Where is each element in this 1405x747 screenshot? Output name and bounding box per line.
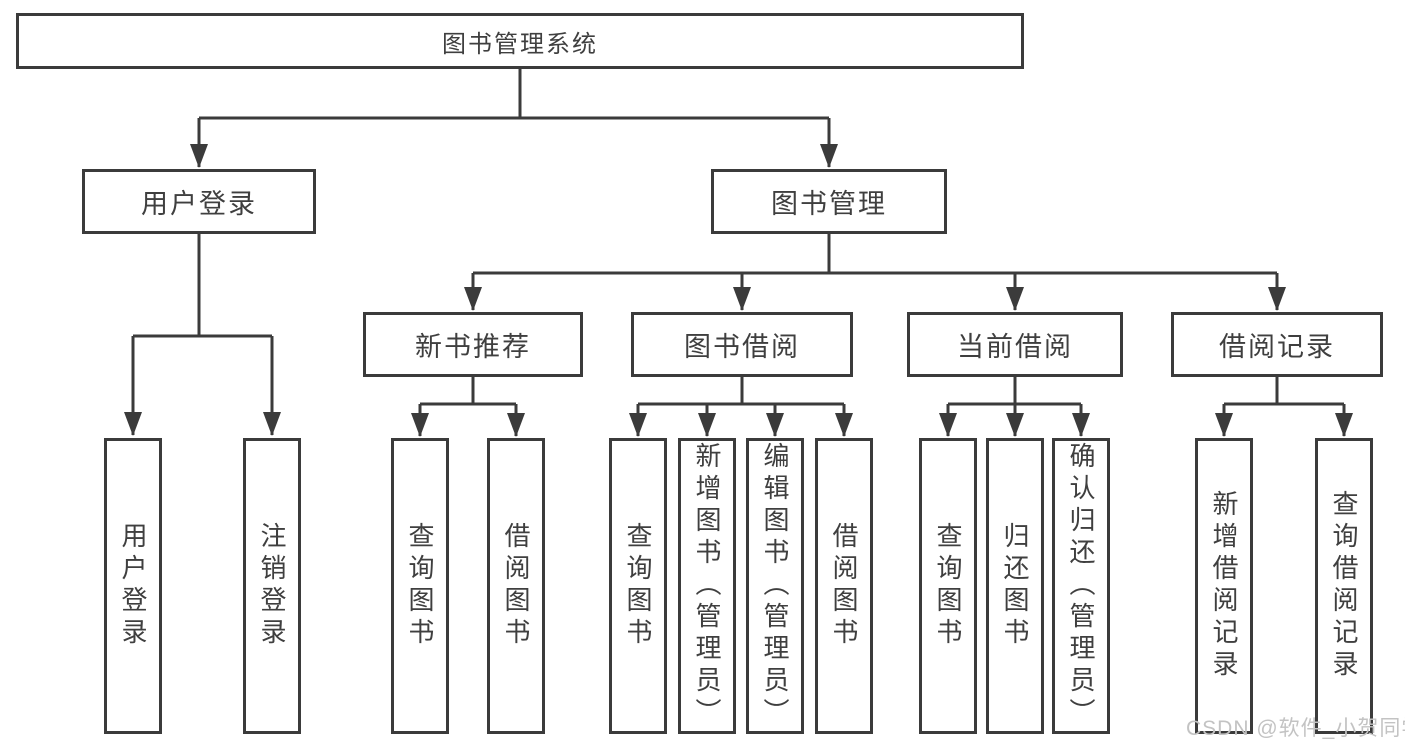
leaf-add-book-admin-label: 新增图书（管理员） [692,442,722,730]
leaf-query-book-recommend-label: 查询图书 [405,522,435,650]
leaf-query-book-borrow-label: 查询图书 [623,522,653,650]
leaf-borrow-book-recommend-label: 借阅图书 [501,522,531,650]
node-user-login-branch-label: 用户登录 [141,189,257,219]
leaf-borrow-book-recommend: 借阅图书 [487,438,545,734]
leaf-confirm-return-admin: 确认归还（管理员） [1052,438,1110,734]
node-borrow-records-label: 借阅记录 [1219,332,1335,362]
watermark: CSDN @软件_小贺同学 [1186,717,1405,740]
leaf-add-book-admin: 新增图书（管理员） [678,438,736,734]
node-borrow-records: 借阅记录 [1171,312,1383,377]
leaf-borrow-book-borrow-label: 借阅图书 [829,522,859,650]
node-book-borrow: 图书借阅 [631,312,853,377]
node-new-book-recommend-label: 新书推荐 [415,332,531,362]
leaf-query-borrow-record-label: 查询借阅记录 [1329,490,1359,682]
leaf-borrow-book-borrow: 借阅图书 [815,438,873,734]
leaf-return-book: 归还图书 [986,438,1044,734]
leaf-logout-login: 注销登录 [243,438,301,734]
node-new-book-recommend: 新书推荐 [363,312,583,377]
leaf-query-book-recommend: 查询图书 [391,438,449,734]
node-book-borrow-label: 图书借阅 [684,332,800,362]
leaf-user-login-label: 用户登录 [118,522,148,650]
node-book-management-branch: 图书管理 [711,169,947,234]
node-user-login-branch: 用户登录 [82,169,316,234]
node-book-management-branch-label: 图书管理 [771,189,887,219]
leaf-edit-book-admin: 编辑图书（管理员） [746,438,804,734]
node-root-system: 图书管理系统 [16,13,1024,69]
leaf-query-borrow-record: 查询借阅记录 [1315,438,1373,734]
leaf-add-borrow-record: 新增借阅记录 [1195,438,1253,734]
node-current-borrow: 当前借阅 [907,312,1123,377]
leaf-return-book-label: 归还图书 [1000,522,1030,650]
leaf-add-borrow-record-label: 新增借阅记录 [1209,490,1239,682]
leaf-query-book-current-label: 查询图书 [933,522,963,650]
leaf-user-login: 用户登录 [104,438,162,734]
node-root-system-label: 图书管理系统 [442,30,598,58]
leaf-query-book-current: 查询图书 [919,438,977,734]
leaf-edit-book-admin-label: 编辑图书（管理员） [760,442,790,730]
node-current-borrow-label: 当前借阅 [957,332,1073,362]
leaf-logout-login-label: 注销登录 [257,522,287,650]
leaf-confirm-return-admin-label: 确认归还（管理员） [1066,442,1096,730]
leaf-query-book-borrow: 查询图书 [609,438,667,734]
